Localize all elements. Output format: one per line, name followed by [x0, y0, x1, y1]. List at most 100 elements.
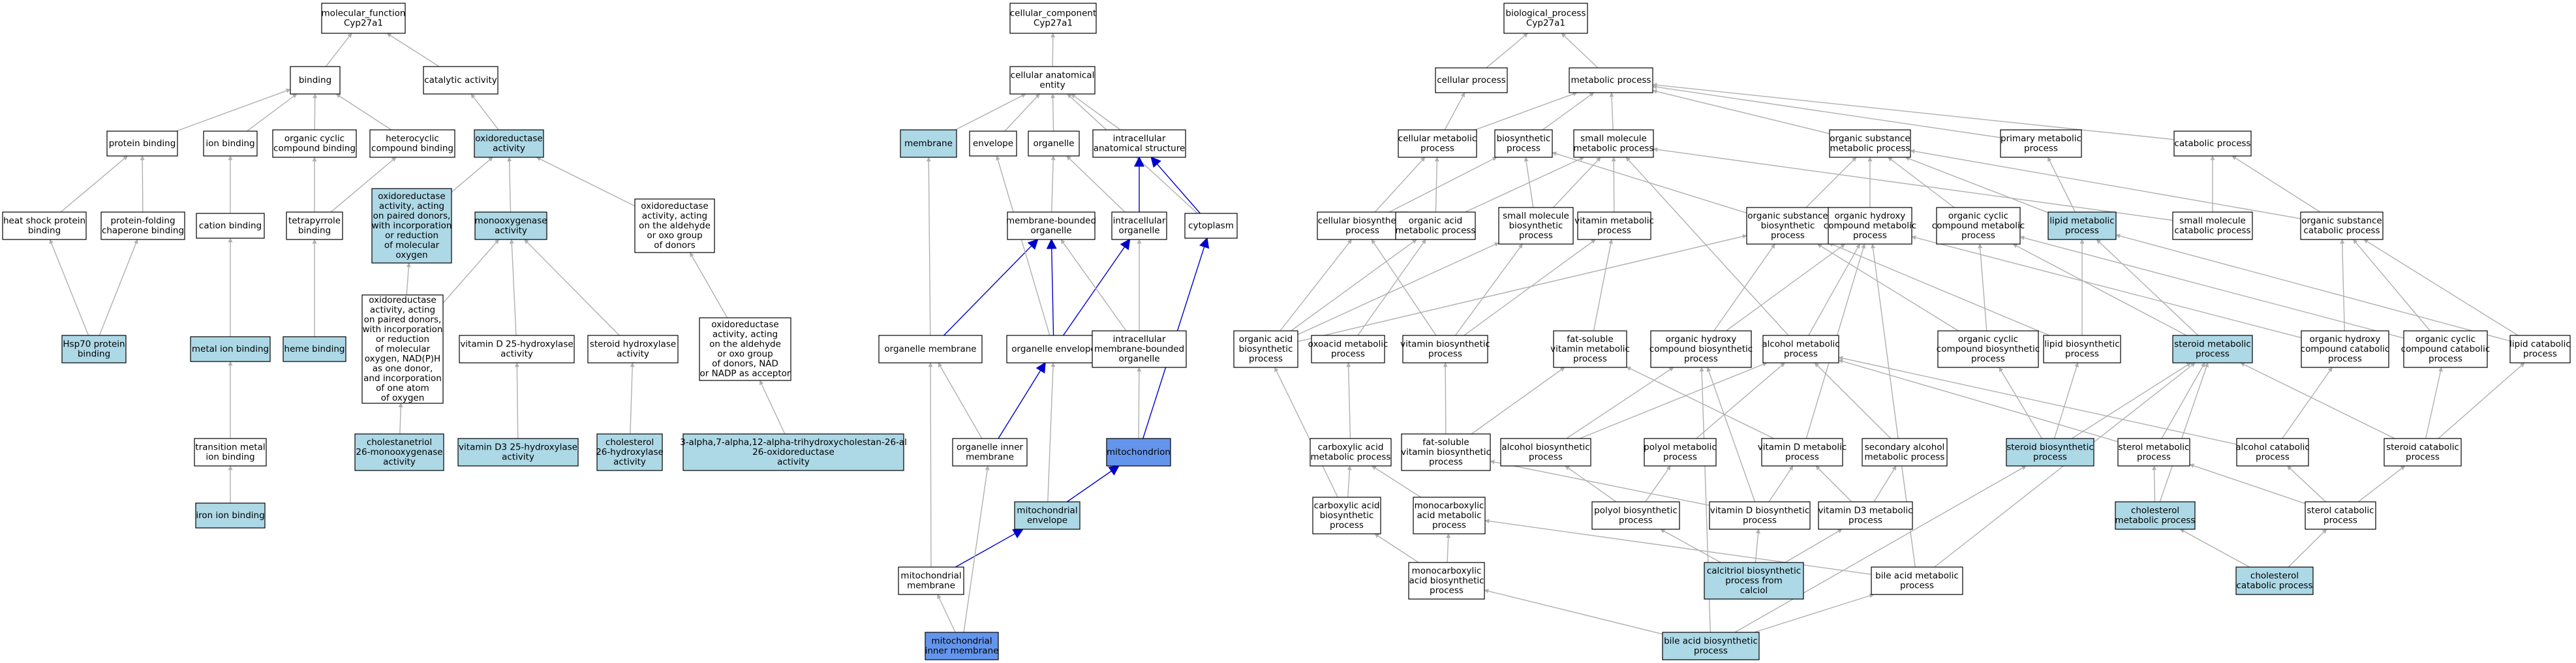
node-catabolic[interactable]: catabolic process [2173, 131, 2252, 157]
node-metal-ion-binding[interactable]: metal ion binding [190, 336, 271, 362]
node-metabolic-process[interactable]: metabolic process [1569, 67, 1653, 93]
node-cytoplasm[interactable]: cytoplasm [1184, 213, 1238, 239]
node-trihydroxycholestan[interactable]: 3-alpha,7-alpha,12-alpha-trihydroxychole… [680, 433, 907, 471]
node-label-line: organic cyclic [2415, 334, 2476, 345]
node-membrane[interactable]: membrane [900, 129, 957, 158]
node-protein-binding[interactable]: protein binding [106, 131, 178, 157]
node-box [2301, 330, 2389, 368]
node-organelle-envelope[interactable]: organelle envelope [1006, 335, 1101, 363]
node-ion-binding[interactable]: ion binding [203, 131, 258, 157]
node-cellular-process[interactable]: cellular process [1435, 67, 1508, 93]
node-envelope[interactable]: envelope [969, 131, 1017, 157]
node-binding[interactable]: binding [290, 66, 341, 95]
node-organelle-membrane[interactable]: organelle membrane [878, 335, 983, 363]
node-mitochondrion[interactable]: mitochondrion [1106, 438, 1171, 467]
node-organelle[interactable]: organelle [1028, 131, 1080, 157]
node-cation-binding[interactable]: cation binding [196, 213, 265, 239]
node-catalytic[interactable]: catalytic activity [423, 66, 498, 95]
node-heme-binding[interactable]: heme binding [283, 336, 346, 362]
node-iron-ion-binding[interactable]: iron ion binding [195, 502, 266, 529]
